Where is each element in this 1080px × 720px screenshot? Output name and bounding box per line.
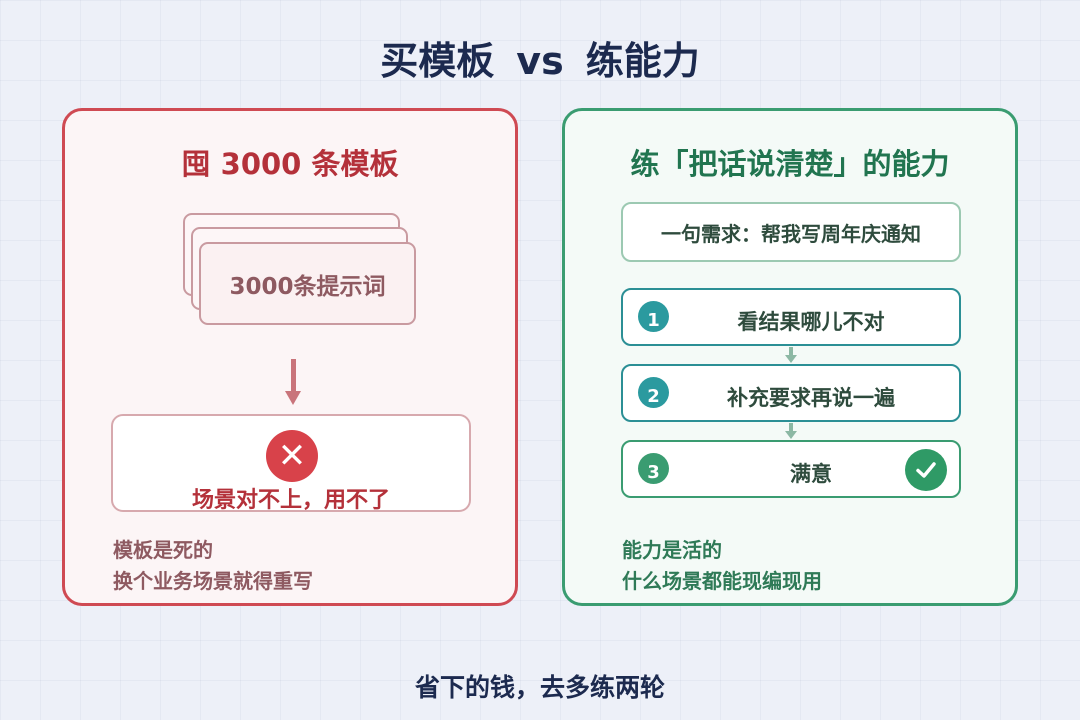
skill-panel: 练「把话说清楚」的能力 一句需求：帮我写周年庆通知 1 看结果哪儿不对 2 补充… xyxy=(562,108,1018,606)
check-circle-icon xyxy=(905,449,947,491)
footer-caption: 省下的钱，去多练两轮 xyxy=(414,673,665,702)
step-1: 1 看结果哪儿不对 xyxy=(621,288,961,346)
x-circle-icon: ✕ xyxy=(266,430,318,482)
step-3: 3 满意 xyxy=(621,440,961,498)
title-vs: vs xyxy=(516,39,564,83)
title-right: 练能力 xyxy=(585,39,700,83)
prompt-stack-card: 3000条提示词 xyxy=(199,242,416,325)
step-3-label: 满意 xyxy=(790,462,832,486)
check-mark-icon xyxy=(916,462,936,478)
step-arrow-2 xyxy=(785,423,797,439)
failure-text: 场景对不上，用不了 xyxy=(191,488,390,513)
down-arrow-shaft xyxy=(291,359,296,391)
template-panel-heading: 囤 3000 条模板 xyxy=(181,147,399,181)
template-panel: 囤 3000 条模板 3000条提示词 ✕ 场景对不上，用不了 模板是死的 换个… xyxy=(62,108,518,606)
title-left: 买模板 xyxy=(380,39,495,83)
step-1-number: 1 xyxy=(638,301,669,332)
step-1-label: 看结果哪儿不对 xyxy=(737,310,885,334)
request-box: 一句需求：帮我写周年庆通知 xyxy=(621,202,961,262)
step-arrow-1 xyxy=(785,347,797,363)
skill-note-line2: 什么场景都能现编现用 xyxy=(622,569,822,593)
failure-box: ✕ 场景对不上，用不了 xyxy=(111,414,471,513)
step-2-number: 2 xyxy=(638,377,669,408)
skill-panel-heading: 练「把话说清楚」的能力 xyxy=(630,147,950,181)
template-note: 模板是死的 换个业务场景就得重写 xyxy=(113,535,313,597)
template-note-line2: 换个业务场景就得重写 xyxy=(113,569,313,593)
down-arrow-icon xyxy=(285,391,301,405)
step-3-number: 3 xyxy=(638,453,669,484)
step-2-label: 补充要求再说一遍 xyxy=(727,386,895,410)
page-title: 买模板 vs 练能力 xyxy=(0,30,1080,85)
step-2: 2 补充要求再说一遍 xyxy=(621,364,961,422)
skill-note: 能力是活的 什么场景都能现编现用 xyxy=(622,535,822,597)
template-note-line1: 模板是死的 xyxy=(113,538,213,562)
skill-note-line1: 能力是活的 xyxy=(622,538,722,562)
